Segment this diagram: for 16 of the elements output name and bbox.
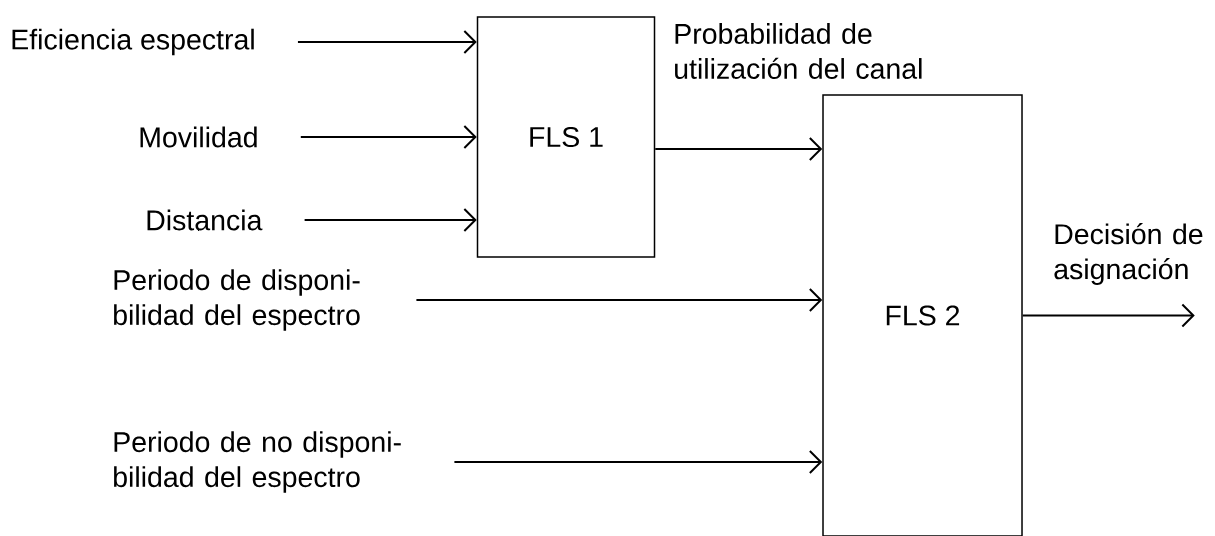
edge-label: Decisión de asignación	[1051, 221, 1215, 287]
arrow	[296, 30, 477, 54]
input-label: Distancia	[147, 209, 263, 231]
process-box: FLS 1	[476, 16, 656, 258]
input-label: Eficiencia espectral	[12, 28, 254, 56]
arrow	[453, 450, 823, 474]
input-label: Periodo de disponi- bilidad del espectro	[114, 269, 360, 331]
arrow	[1021, 303, 1195, 328]
process-box: FLS 2	[822, 94, 1023, 536]
arrow	[303, 208, 477, 232]
input-label: Movilidad	[140, 126, 257, 148]
arrow	[299, 125, 477, 149]
arrow	[654, 137, 823, 161]
input-label: Periodo de no disponi- bilidad del espectro	[114, 431, 401, 493]
arrow	[415, 288, 823, 312]
edge-label: Probabilidad de utilización del canal	[671, 21, 941, 81]
